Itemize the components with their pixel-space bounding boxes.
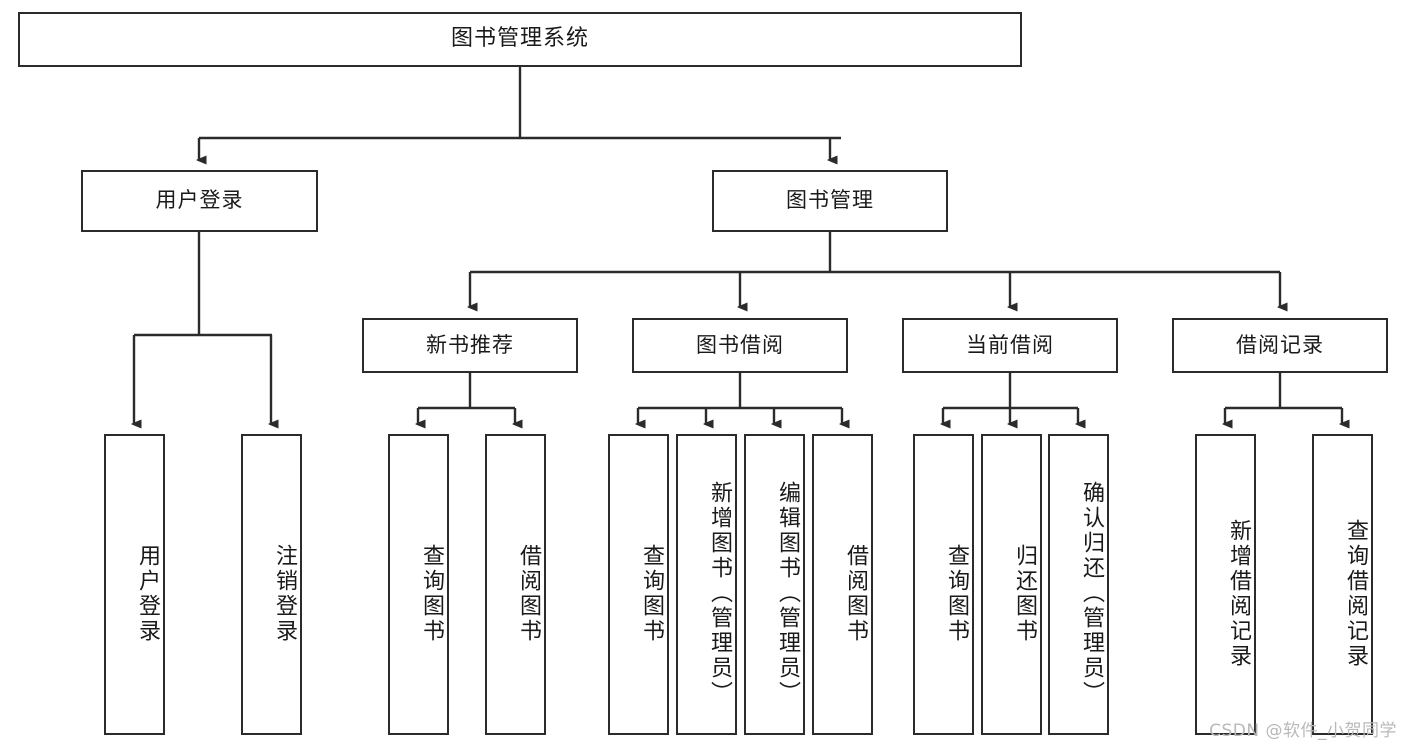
leaf-add-borrow-record[interactable]: 新增借阅记录 [1195,434,1256,735]
node-borrow-record[interactable]: 借阅记录 [1172,318,1388,373]
leaf-user-login[interactable]: 用户登录 [104,434,165,735]
leaf-borrow-book-recommend[interactable]: 借阅图书 [485,434,546,735]
leaf-confirm-return-admin[interactable]: 确认归还（管理员） [1048,434,1109,735]
leaf-user-logout[interactable]: 注销登录 [241,434,302,735]
leaf-query-book-borrow[interactable]: 查询图书 [608,434,669,735]
leaf-query-book-recommend[interactable]: 查询图书 [388,434,449,735]
leaf-query-borrow-record[interactable]: 查询借阅记录 [1312,434,1373,735]
node-book-management[interactable]: 图书管理 [712,170,948,232]
leaf-edit-book-admin[interactable]: 编辑图书（管理员） [744,434,805,735]
leaf-borrow-book[interactable]: 借阅图书 [812,434,873,735]
node-user-login[interactable]: 用户登录 [81,170,318,232]
leaf-return-book[interactable]: 归还图书 [981,434,1042,735]
leaf-query-book-current[interactable]: 查询图书 [913,434,974,735]
node-current-borrow[interactable]: 当前借阅 [902,318,1118,373]
node-root-system[interactable]: 图书管理系统 [18,12,1022,67]
leaf-add-book-admin[interactable]: 新增图书（管理员） [676,434,737,735]
node-book-borrow[interactable]: 图书借阅 [632,318,848,373]
node-new-book-recommend[interactable]: 新书推荐 [362,318,578,373]
